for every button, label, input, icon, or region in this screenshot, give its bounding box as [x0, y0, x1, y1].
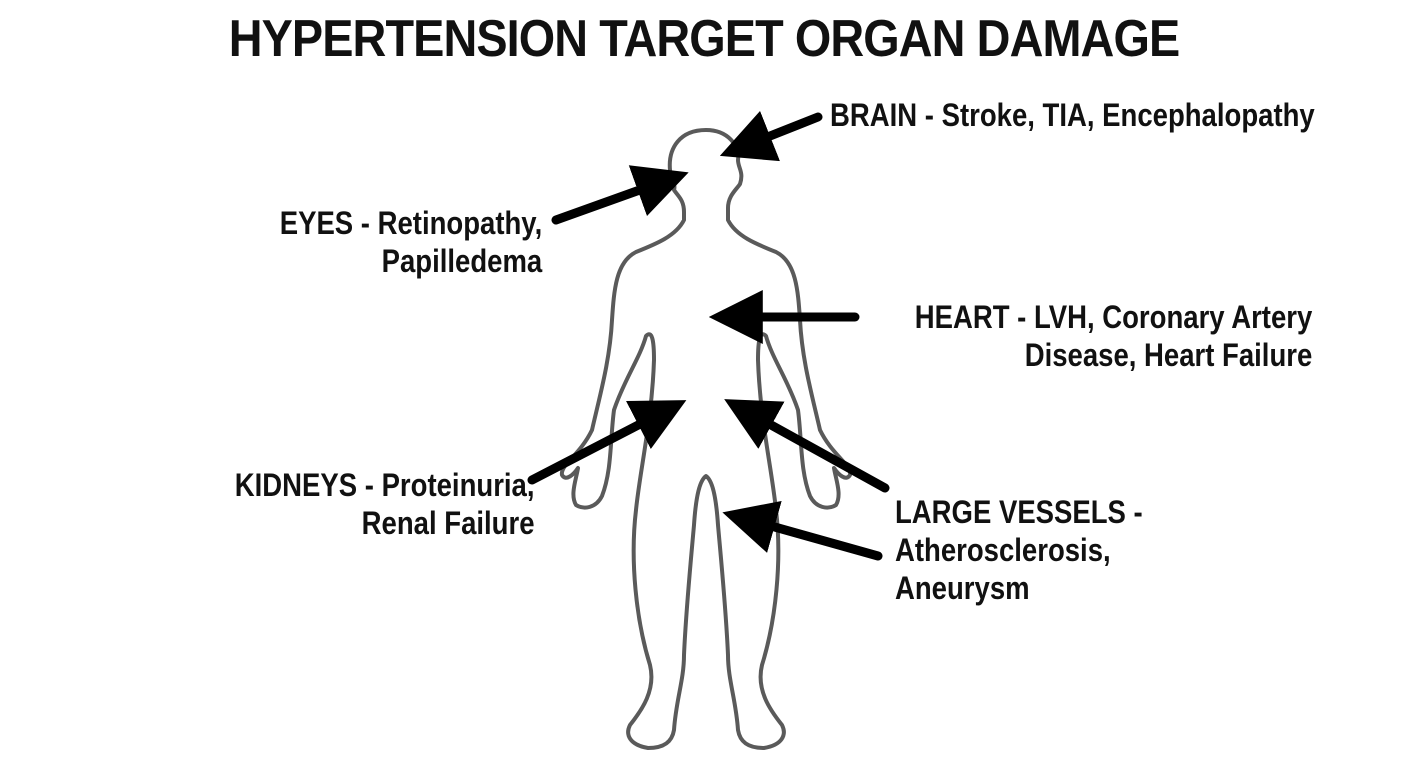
- arrow-vessels-lower: [722, 500, 883, 561]
- label-vessels: LARGE VESSELS - Atherosclerosis, Aneurys…: [895, 493, 1143, 607]
- label-kidneys-line1: KIDNEYS - Proteinuria,: [234, 467, 534, 503]
- arrow-kidneys: [527, 400, 687, 485]
- label-kidneys-line2: Renal Failure: [361, 505, 534, 541]
- page-title: HYPERTENSION TARGET ORGAN DAMAGE: [228, 10, 1180, 68]
- label-vessels-line1: LARGE VESSELS -: [895, 494, 1143, 530]
- arrow-vessels-upper: [724, 399, 890, 493]
- label-heart-line2: Disease, Heart Failure: [1024, 337, 1312, 373]
- label-heart: HEART - LVH, Coronary Artery Disease, He…: [914, 298, 1312, 374]
- label-brain: BRAIN - Stroke, TIA, Encephalopathy: [830, 96, 1315, 134]
- label-eyes-line2: Papilledema: [381, 243, 542, 279]
- body-outline: [559, 128, 853, 750]
- label-vessels-line2: Atherosclerosis,: [895, 532, 1111, 568]
- arrow-brain: [719, 110, 823, 162]
- arrow-eyes: [551, 165, 689, 225]
- label-eyes-line1: EYES - Retinopathy,: [279, 205, 542, 241]
- label-brain-line1: BRAIN - Stroke, TIA, Encephalopathy: [830, 97, 1315, 133]
- label-eyes: EYES - Retinopathy, Papilledema: [280, 204, 542, 280]
- label-vessels-line3: Aneurysm: [895, 570, 1030, 606]
- label-heart-line1: HEART - LVH, Coronary Artery: [914, 299, 1312, 335]
- label-kidneys: KIDNEYS - Proteinuria, Renal Failure: [234, 466, 534, 542]
